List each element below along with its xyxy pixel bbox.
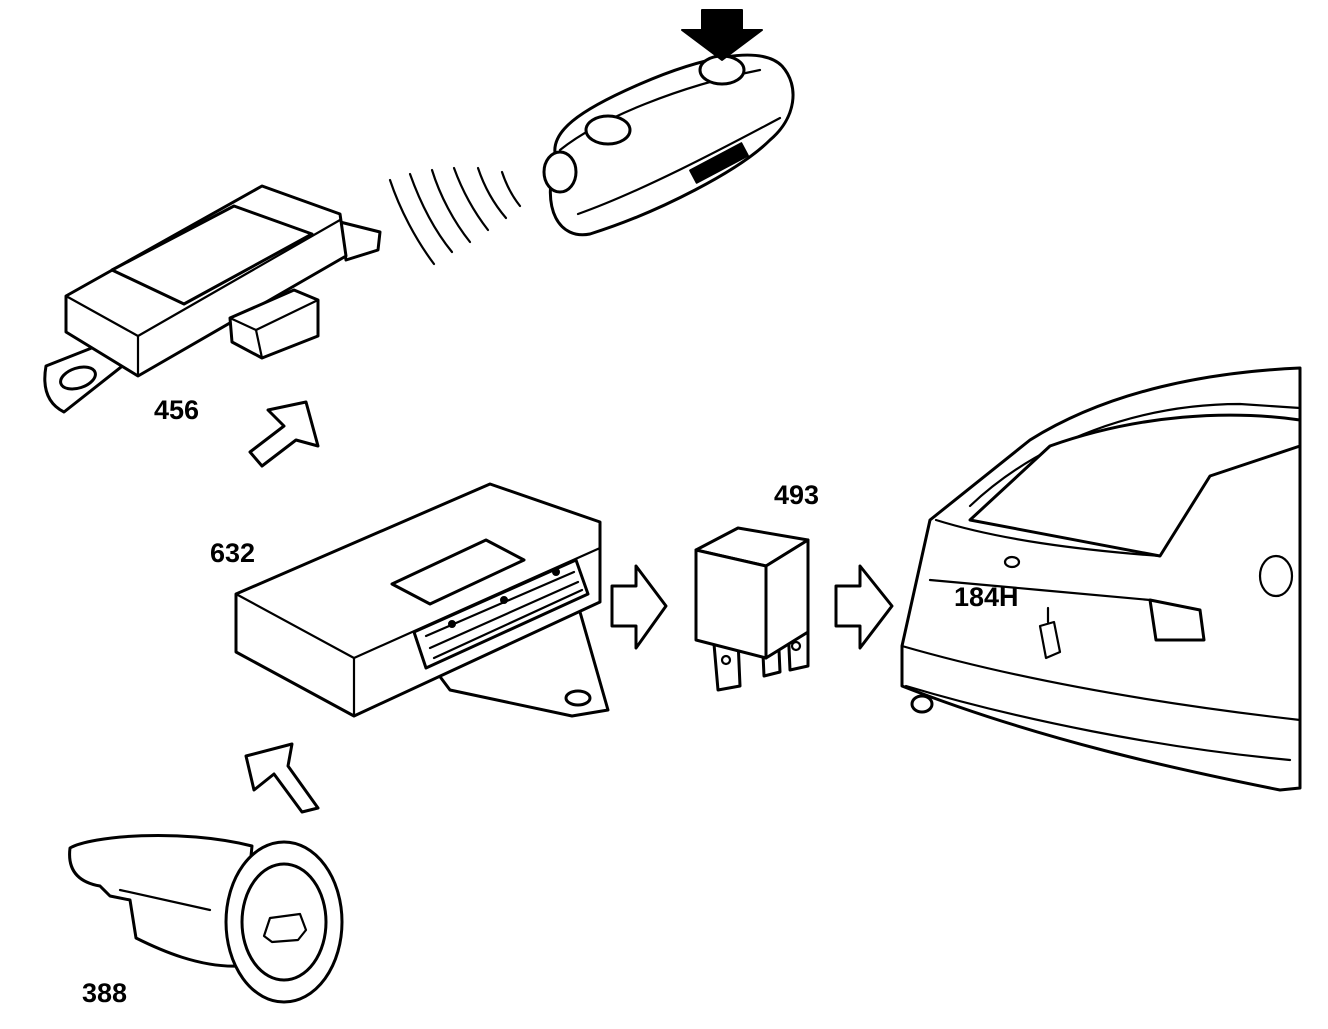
control-module <box>234 482 610 718</box>
press-arrow-icon <box>681 9 763 61</box>
trunk-release-switch <box>68 833 344 1004</box>
flow-arrow-icon <box>248 400 320 468</box>
unlock-button-icon <box>584 114 632 146</box>
flow-arrow-icon <box>834 564 894 650</box>
flow-arrow-icon <box>244 742 320 814</box>
receiver-module <box>43 184 382 414</box>
lock-cylinder-icon <box>1038 620 1062 660</box>
label-493: 493 <box>774 480 820 510</box>
label-456: 456 <box>154 395 200 425</box>
label-388: 388 <box>82 978 128 1008</box>
radio-signal-icon <box>388 166 522 266</box>
remote-key-fob <box>542 53 795 237</box>
relay <box>694 526 810 692</box>
lock-button-icon <box>542 150 578 194</box>
car-rear <box>900 366 1302 792</box>
trunk-icon <box>262 912 308 944</box>
brand-badge-icon <box>689 142 749 184</box>
label-632: 632 <box>210 538 256 568</box>
flow-arrow-icon <box>610 564 668 650</box>
label-184h: 184H <box>954 582 1019 612</box>
